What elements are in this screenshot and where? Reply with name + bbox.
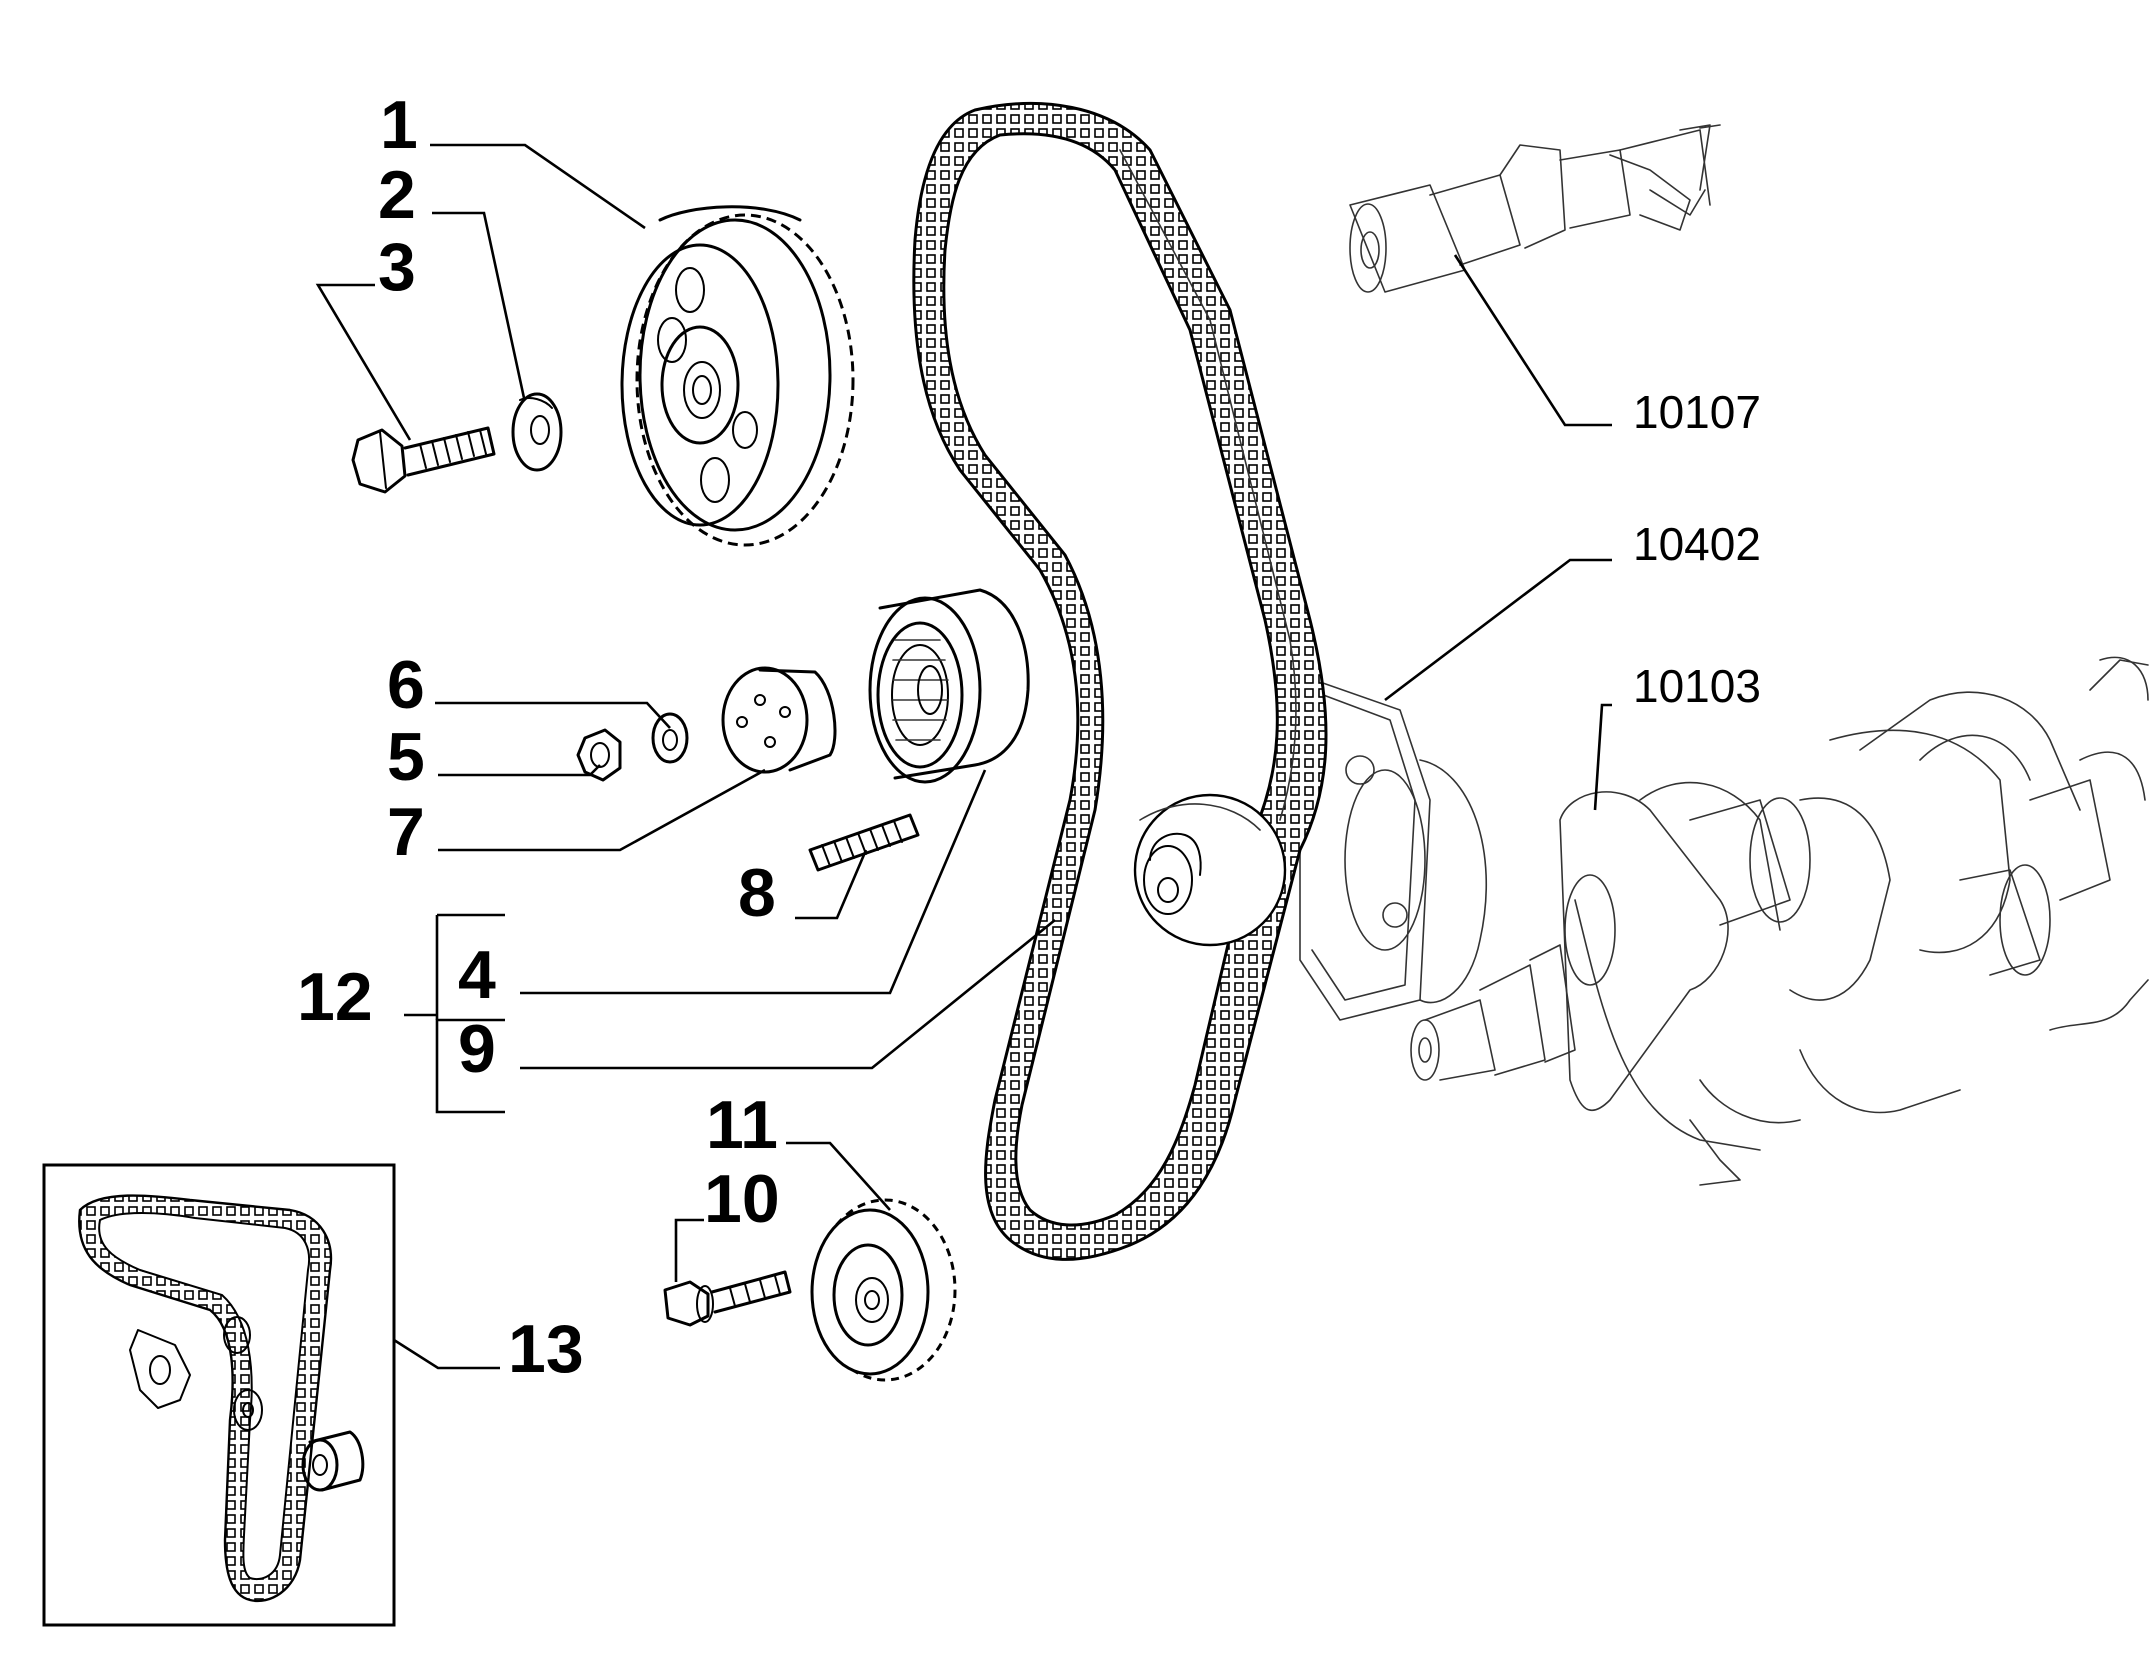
callout-8: 8 xyxy=(738,855,776,931)
timing-belt xyxy=(912,102,1328,1261)
reference-10107: 10107 xyxy=(1633,386,1761,438)
callout-2: 2 xyxy=(378,157,416,233)
reference-10402: 10402 xyxy=(1633,518,1761,570)
callout-10: 10 xyxy=(704,1161,780,1237)
camshaft-pulley xyxy=(620,205,855,547)
water-pump xyxy=(1133,793,1287,947)
washer-2 xyxy=(511,392,563,472)
callout-7: 7 xyxy=(387,794,425,870)
crankshaft xyxy=(1410,656,2149,1186)
crankshaft-gear xyxy=(810,1198,957,1382)
leader-lines xyxy=(315,143,1612,1370)
callout-4: 4 xyxy=(458,937,496,1013)
inset-kit-view xyxy=(42,1163,396,1627)
callout-5: 5 xyxy=(387,719,425,795)
callout-13: 13 xyxy=(508,1311,584,1387)
bolt-3 xyxy=(351,426,496,494)
callout-12: 12 xyxy=(297,959,373,1035)
nut-5 xyxy=(576,728,622,782)
callout-1: 1 xyxy=(380,87,418,163)
washer-6 xyxy=(651,712,689,764)
callout-3: 3 xyxy=(378,229,416,305)
bolt-10 xyxy=(663,1270,792,1327)
callout-9: 9 xyxy=(458,1011,496,1087)
spacer-bushing xyxy=(721,666,837,774)
oil-seal-housing xyxy=(1299,674,1487,1021)
camshaft xyxy=(1349,124,1721,293)
reference-10103: 10103 xyxy=(1633,660,1761,712)
callout-6: 6 xyxy=(387,647,425,723)
tensioner-bearing xyxy=(868,588,1030,784)
callout-11: 11 xyxy=(706,1087,778,1163)
stud-8 xyxy=(808,813,920,872)
